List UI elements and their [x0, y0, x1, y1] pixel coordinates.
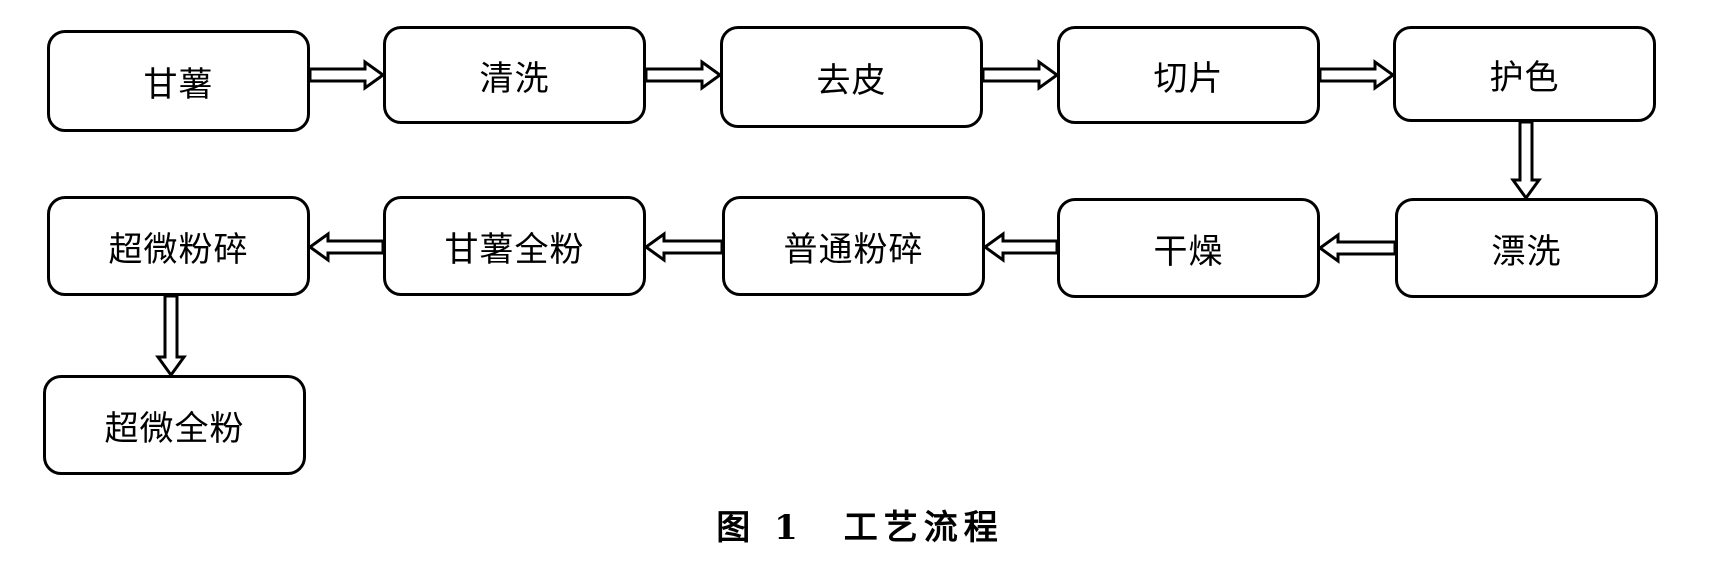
node-label: 超微粉碎 [108, 229, 249, 270]
node-label: 甘薯全粉 [444, 229, 585, 270]
node-label: 超微全粉 [104, 408, 245, 449]
arrow-ganshuquanfen-to-chaoweifensui [307, 231, 385, 263]
node-ganshu: 甘薯 [47, 30, 310, 132]
arrow-chaoweifensui-to-chaoweiquanfen [155, 294, 187, 378]
node-qupi: 去皮 [720, 26, 983, 128]
node-label: 清洗 [479, 58, 550, 99]
node-piaoxi: 漂洗 [1395, 198, 1658, 298]
node-label: 甘薯 [143, 64, 214, 105]
node-label: 普通粉碎 [783, 229, 924, 270]
caption-figure-number: 图 1 [716, 508, 804, 548]
node-label: 干燥 [1153, 231, 1224, 272]
node-ganzao: 干燥 [1057, 198, 1320, 298]
arrow-piaoxi-to-ganzao [1317, 232, 1397, 264]
node-ganshuquanfen: 甘薯全粉 [383, 196, 646, 296]
node-label: 漂洗 [1491, 231, 1562, 272]
node-chaoweifensui: 超微粉碎 [47, 196, 310, 296]
node-label: 去皮 [816, 60, 887, 101]
arrow-huse-to-piaoxi [1510, 120, 1542, 201]
figure-caption: 图 1 工艺流程 [0, 500, 1720, 549]
arrow-qingxi-to-qupi [644, 59, 723, 91]
arrow-putongfensui-to-ganshuquanfen [643, 231, 724, 263]
arrow-qiepian-to-huse [1318, 59, 1396, 91]
node-huse: 护色 [1393, 26, 1656, 122]
caption-title: 工艺流程 [843, 508, 1004, 548]
node-chaoweiquanfen: 超微全粉 [43, 375, 306, 475]
arrow-ganzao-to-putongfensui [982, 231, 1059, 263]
node-putongfensui: 普通粉碎 [722, 196, 985, 296]
node-qingxi: 清洗 [383, 26, 646, 124]
node-label: 切片 [1153, 58, 1224, 99]
node-label: 护色 [1489, 57, 1560, 98]
node-qiepian: 切片 [1057, 26, 1320, 124]
arrow-qupi-to-qiepian [981, 59, 1060, 91]
arrow-ganshu-to-qingxi [308, 59, 386, 91]
